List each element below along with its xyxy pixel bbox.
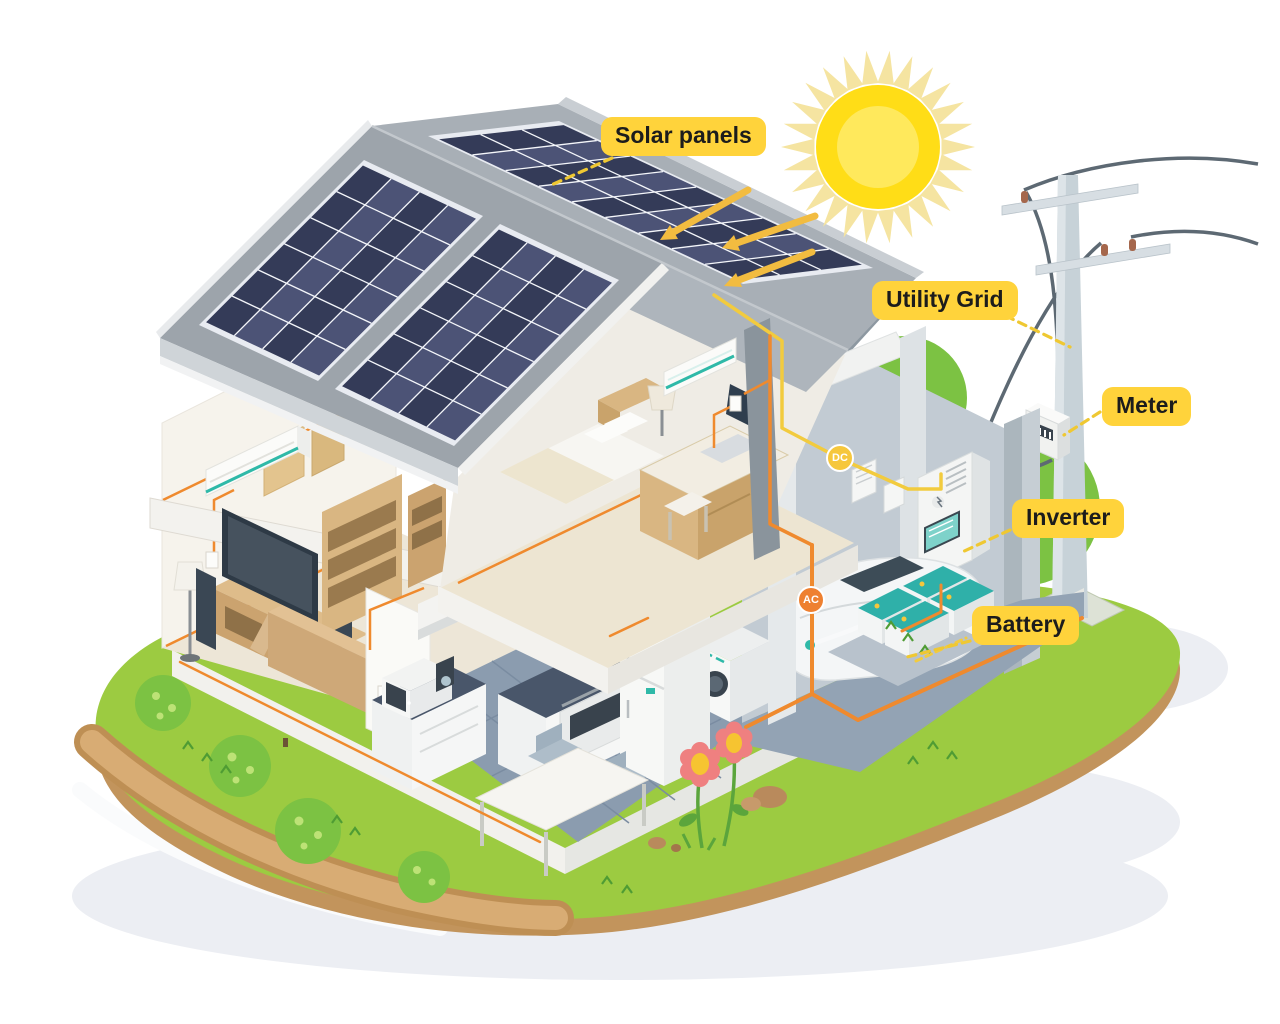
leader-meter [1062, 410, 1102, 437]
battery-bank [828, 566, 994, 686]
flower-icon [680, 742, 720, 787]
roof-cut-face [458, 263, 669, 475]
speaker [196, 568, 216, 650]
leader-solar [547, 156, 614, 188]
ac-wire-riser [768, 334, 814, 547]
leader-battery [901, 639, 972, 660]
flower-icon [715, 721, 753, 764]
leader-grid [1004, 314, 1072, 349]
oven-window [570, 688, 630, 740]
outlet [205, 551, 219, 569]
near-roof-slope [160, 126, 662, 468]
flowers [678, 721, 753, 851]
dining-table [474, 723, 650, 876]
insulator [1101, 244, 1108, 256]
dc-wire-badge: DC [826, 444, 854, 472]
solar-panels-label: Solar panels [601, 117, 766, 156]
outlet [729, 395, 742, 412]
utility-grid-label: Utility Grid [872, 281, 1018, 320]
battery-label: Battery [972, 606, 1080, 645]
grass-tufts [182, 620, 958, 894]
gable-trim [156, 120, 372, 338]
power-line [1023, 156, 1259, 192]
inverter-device [917, 451, 990, 587]
insulator [1129, 239, 1136, 251]
ac-wire-main [810, 543, 1084, 722]
insulator [1021, 191, 1028, 203]
sun-icon [781, 50, 975, 244]
laptop-icon [700, 434, 760, 463]
leader-lines [547, 156, 1102, 660]
coffee-maker-icon [436, 656, 454, 692]
power-line [1130, 229, 1259, 246]
stool [664, 492, 712, 540]
meter-label: Meter [1102, 387, 1192, 426]
air-conditioner-icon [205, 425, 310, 497]
tv-icon [222, 508, 318, 622]
eave-fascia [160, 338, 458, 486]
inverter-label: Inverter [1012, 499, 1125, 538]
rocks [648, 786, 787, 852]
inverter-display [924, 510, 960, 554]
bushes [135, 675, 450, 903]
washing-machine-icon [700, 626, 770, 722]
windshield [840, 556, 924, 592]
ridge-underside [620, 263, 848, 392]
leader-inverter [958, 528, 1012, 555]
bedroom-ac-icon [663, 337, 737, 397]
crossarm [1035, 243, 1171, 276]
crossarm [1001, 183, 1139, 216]
solar-panel-arrays [199, 121, 873, 446]
sunlight-arrows [660, 186, 819, 287]
bedroom [438, 263, 858, 694]
ac-wire-badge: AC [797, 586, 825, 614]
